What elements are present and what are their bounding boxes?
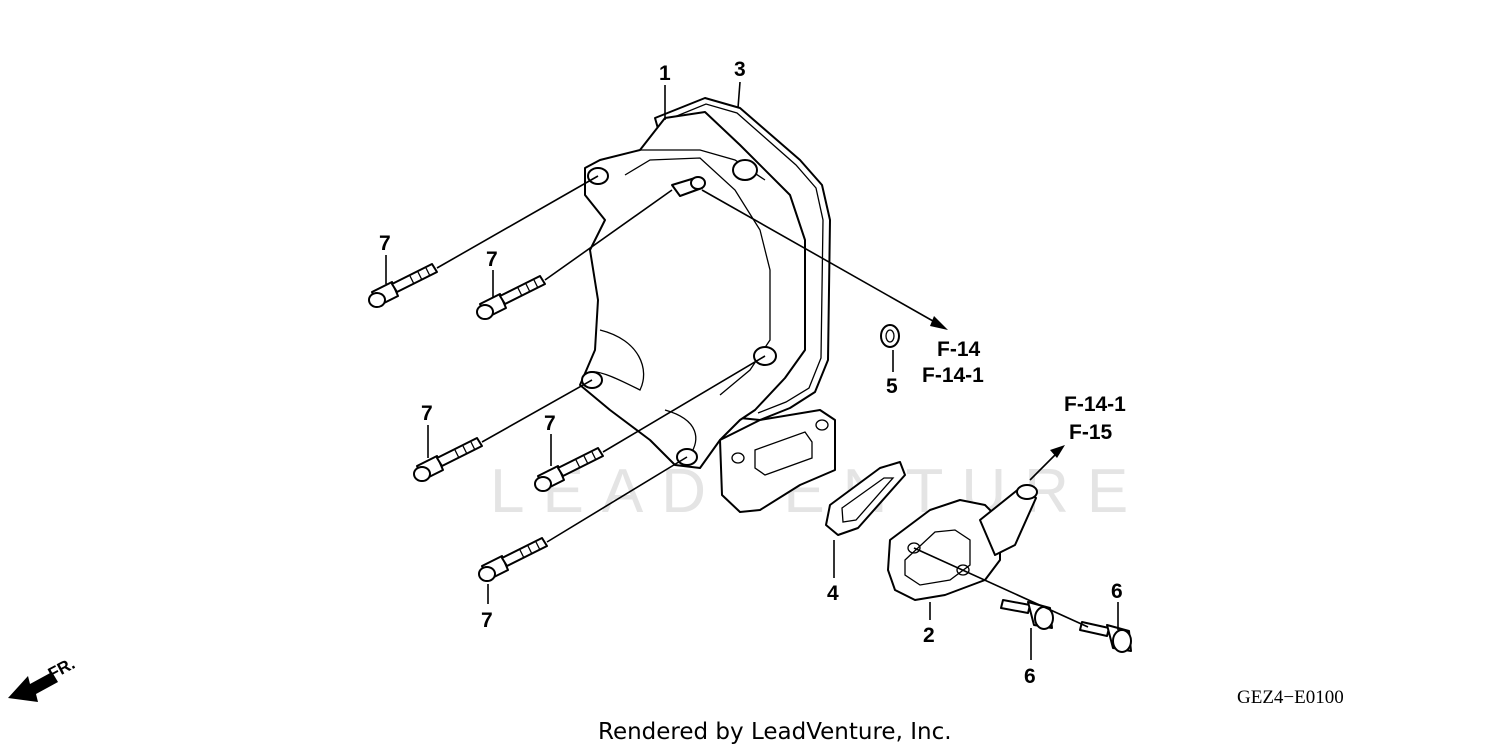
callout-7-c: 7: [421, 402, 433, 425]
footer-credit: Rendered by LeadVenture, Inc.: [598, 719, 952, 745]
leader-lines: [385, 81, 1119, 660]
callout-5: 5: [886, 375, 898, 398]
cover-flange: [719, 409, 836, 513]
gasket-part-4: [825, 461, 906, 536]
callout-1: 1: [659, 62, 671, 85]
callout-7-e: 7: [481, 609, 493, 632]
callout-7-d: 7: [544, 412, 556, 435]
callout-6-a: 6: [1024, 665, 1036, 688]
callout-7-a: 7: [379, 232, 391, 255]
bolt-7d: [534, 447, 604, 492]
bolt-7e: [478, 537, 548, 582]
cover-part-1: [579, 111, 806, 469]
ref-f14-1-lower: F-14-1: [1064, 393, 1126, 416]
ref-f14: F-14: [937, 338, 981, 361]
bolt-7b: [476, 275, 546, 320]
callout-2: 2: [923, 624, 935, 647]
front-direction-arrow-icon: [8, 672, 58, 702]
callout-6-b: 6: [1111, 580, 1123, 603]
bolt-7a: [368, 263, 438, 308]
ref-f14-1-upper: F-14-1: [922, 364, 984, 387]
o-ring-part-5: [880, 324, 900, 348]
callout-7-b: 7: [486, 248, 498, 271]
diagram-code: GEZ4−E0100: [1237, 687, 1344, 708]
callout-3: 3: [734, 58, 746, 81]
ref-f15: F-15: [1069, 421, 1113, 444]
bolt-7c: [413, 437, 483, 482]
bolt-6b: [1079, 621, 1132, 653]
callout-4: 4: [827, 582, 839, 605]
bolt-6a: [1000, 599, 1054, 630]
